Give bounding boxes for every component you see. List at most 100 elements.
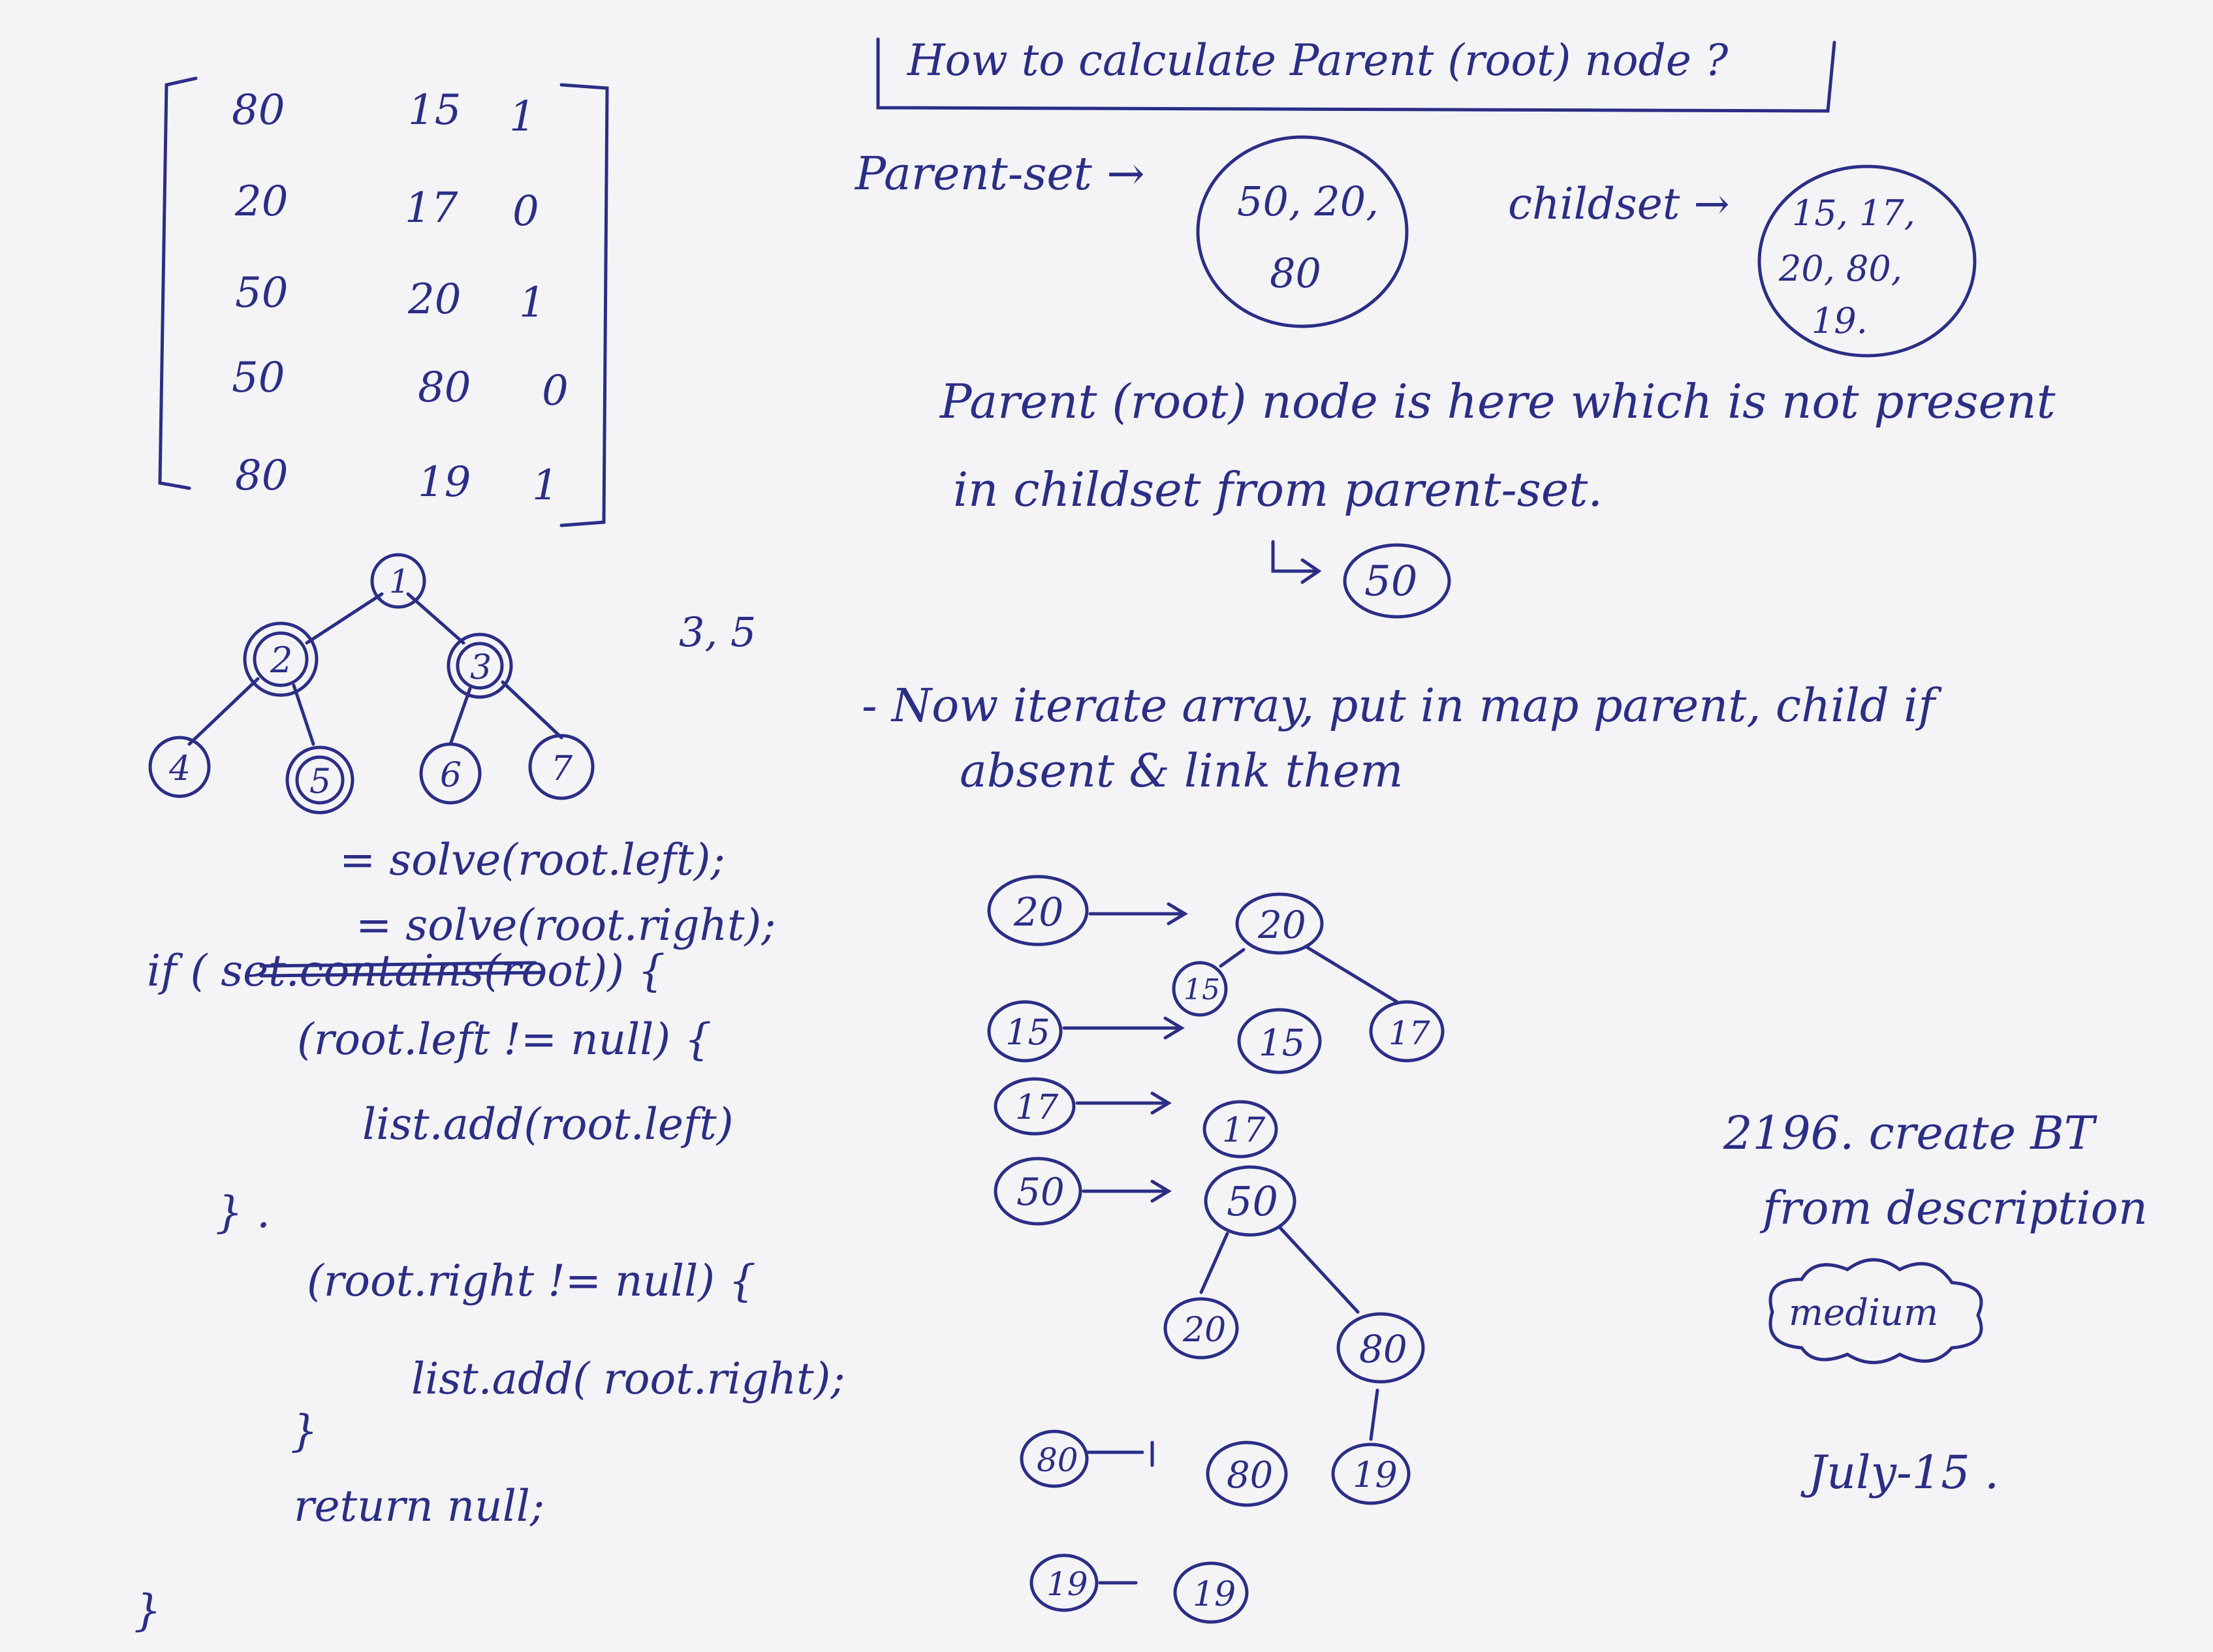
map-key-circle — [1029, 1553, 1099, 1612]
tree-node-label: 19 — [1353, 1454, 1398, 1495]
child-set: childset → 15, 17, 20, 80, 19. — [1508, 164, 1977, 358]
problem-title: from description — [1759, 1181, 2148, 1235]
tree-node-label: 50 — [1227, 1177, 1278, 1225]
map-key-circle — [1020, 1429, 1089, 1488]
child-set-label: childset → — [1508, 179, 1730, 229]
tree-node-label: 80 — [1359, 1327, 1407, 1371]
child-set-values: 15, 17, — [1792, 193, 1915, 234]
map-key-circle — [994, 1077, 1076, 1136]
parent-set-values: 50, 20, — [1237, 178, 1379, 225]
matrix-cell: 80 — [232, 86, 285, 134]
tree-node-label: 7 — [551, 749, 573, 788]
matrix: 80 15 1 20 17 0 50 20 1 50 80 0 80 19 1 — [158, 76, 609, 527]
iterate-note-line: absent & link them — [960, 744, 1403, 798]
tree-edge — [501, 680, 563, 740]
code-line: (root.left != null) { — [297, 1014, 712, 1065]
map-key-circle — [987, 1000, 1063, 1063]
tree-node — [528, 734, 595, 800]
iterate-note-line: - Now iterate array, put in map parent, … — [862, 679, 1942, 732]
tree-side-note: 3, 5 — [679, 608, 756, 656]
tree-node — [1206, 1441, 1288, 1507]
map-key: 17 — [1015, 1088, 1059, 1127]
tree-node — [456, 642, 504, 690]
matrix-cell: 0 — [512, 187, 539, 236]
tree-node — [148, 736, 211, 798]
matrix-cell: 50 — [232, 354, 285, 402]
iterate-note: - Now iterate array, put in map parent, … — [862, 679, 1942, 798]
matrix-cell: 50 — [235, 269, 288, 317]
child-set-values: 19. — [1812, 300, 1868, 341]
map-steps: 20 20 15 15 17 15 17 17 50 50 20 80 — [987, 875, 1445, 1624]
problem-title: 2196. create BT — [1723, 1106, 2097, 1160]
matrix-cell: 80 — [418, 364, 471, 412]
tree-node-label: 80 — [1227, 1454, 1273, 1497]
arrow-icon — [1062, 1016, 1185, 1040]
parent-set-label: Parent-set → — [854, 147, 1145, 200]
tree-node — [419, 742, 482, 805]
arrow-icon — [1088, 902, 1188, 926]
tree-node — [295, 755, 345, 805]
map-key: 50 — [1016, 1170, 1065, 1214]
matrix-cell: 20 — [234, 178, 288, 226]
map-key: 80 — [1037, 1441, 1078, 1479]
tree-edge — [1278, 1225, 1360, 1314]
tree-edge — [1219, 948, 1246, 968]
tree-node-label: 17 — [1389, 1014, 1430, 1052]
child-set-values: 20, 80, — [1778, 248, 1902, 289]
root-result: 50 — [1364, 557, 1417, 606]
tree-node — [1331, 1442, 1411, 1505]
tree-edge — [406, 592, 465, 645]
tree-node-label: 19 — [1193, 1575, 1236, 1614]
problem-info: 2196. create BT from description medium … — [1723, 1106, 2148, 1499]
tree-edge — [187, 677, 260, 746]
tree-node-label: 6 — [440, 756, 462, 795]
code-line: } — [134, 1585, 161, 1636]
example-tree: 1 2 3 4 5 6 7 3, 5 — [148, 553, 756, 815]
tree-edge — [1369, 1388, 1379, 1441]
date-label: July-15 . — [1800, 1446, 1999, 1499]
tree-node-label: 15 — [1184, 973, 1220, 1006]
tree-edge — [305, 592, 384, 645]
matrix-right-bracket — [559, 83, 609, 527]
tree-node-label: 17 — [1222, 1111, 1266, 1150]
code-line: = solve(root.left); — [339, 835, 725, 885]
tree-node-label: 1 — [389, 563, 410, 600]
matrix-cell: 80 — [235, 452, 288, 500]
arrow-icon — [1085, 1441, 1154, 1467]
code-block: = solve(root.left); = solve(root.right);… — [134, 835, 845, 1636]
tree-edge — [1304, 944, 1399, 1004]
strikethrough — [259, 961, 544, 978]
parent-set: Parent-set → 50, 20, 80 — [854, 135, 1409, 328]
tree-node-label: 15 — [1259, 1022, 1305, 1065]
tree-node — [1235, 892, 1324, 955]
cloud-icon — [1768, 1258, 1983, 1364]
tree-node-label: 20 — [1182, 1311, 1226, 1350]
matrix-left-bracket — [158, 76, 198, 490]
tree-node — [1163, 1297, 1239, 1360]
page-title: How to calculate Parent (root) node ? — [907, 35, 1729, 86]
code-line: } . — [215, 1187, 270, 1238]
tree-node — [243, 621, 319, 697]
parent-set-values: 80 — [1270, 249, 1321, 297]
matrix-cell: 19 — [418, 458, 471, 507]
arrow-icon — [1075, 1091, 1172, 1115]
tree-node — [1237, 1008, 1322, 1074]
matrix-cell: 15 — [408, 86, 461, 134]
matrix-cell: 1 — [519, 279, 546, 327]
tree-node-label: 20 — [1257, 903, 1306, 947]
tree-node — [1369, 1000, 1445, 1063]
title-underline-box — [876, 37, 1836, 113]
child-set-circle — [1757, 164, 1977, 358]
parent-set-circle — [1196, 135, 1409, 328]
root-note-line: in childset from parent-set. — [953, 462, 1603, 517]
matrix-cell: 20 — [407, 275, 461, 324]
code-line: = solve(root.right); — [356, 900, 776, 950]
code-line: list.add(root.left) — [362, 1099, 734, 1149]
code-line: (root.right != null) { — [307, 1256, 756, 1306]
tree-node — [1202, 1100, 1278, 1159]
code-line: } — [290, 1406, 318, 1456]
tree-node — [447, 632, 513, 699]
tree-node — [370, 553, 426, 609]
map-key: 19 — [1046, 1565, 1088, 1603]
